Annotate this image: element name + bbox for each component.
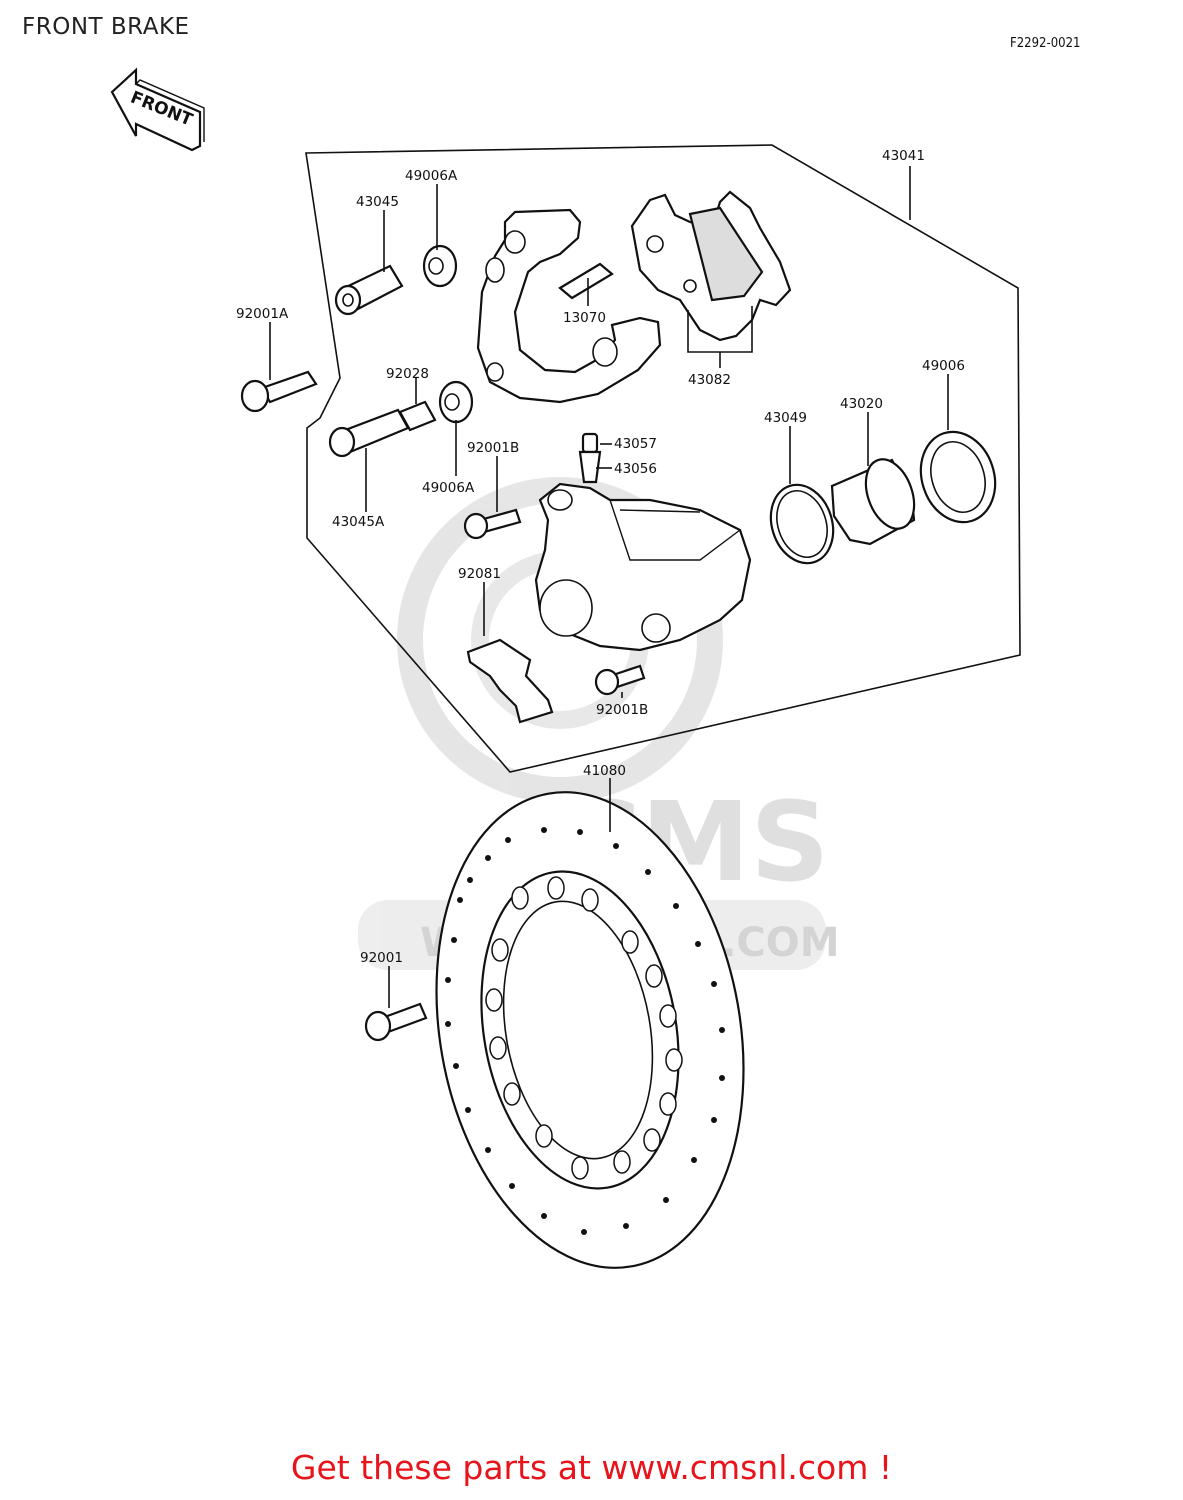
part-labels: 43041 49006A 43045 92001A 13070 43082 49…: [236, 148, 965, 966]
slide-pin-upper: [334, 264, 404, 316]
part-label: 43049: [764, 410, 807, 426]
anti-rattle-shim: [558, 262, 614, 300]
page-title: FRONT BRAKE: [22, 14, 190, 40]
part-label: 92001: [360, 950, 403, 966]
part-label: 49006: [922, 358, 965, 374]
part-label: 49006A: [422, 480, 475, 496]
pad-spring: [466, 638, 554, 724]
part-label: 92001B: [467, 440, 519, 456]
front-arrow-icon: FRONT: [110, 67, 205, 152]
figure-code: F2292-0021: [1010, 36, 1081, 51]
caliper-bracket: [476, 208, 662, 404]
part-label: 41080: [583, 763, 626, 779]
part-label: 43045A: [332, 514, 385, 530]
bolt-92001a: [240, 370, 318, 413]
part-label: 92028: [386, 366, 429, 382]
brake-disc: [435, 791, 745, 1269]
bolt-92001b-upper: [463, 508, 522, 540]
part-label: 43082: [688, 372, 731, 388]
caliper-assembly-outline: [305, 144, 1021, 773]
part-label: 92001B: [596, 702, 648, 718]
part-label: 43056: [614, 461, 657, 477]
piston-seal: [769, 483, 835, 565]
brake-pads: [630, 190, 792, 342]
caliper-body: [534, 482, 752, 652]
bleeder-valve: [578, 432, 602, 484]
leader-lines: [269, 166, 949, 1008]
bolt-92001b-lower: [594, 664, 646, 696]
part-label: 92001A: [236, 306, 289, 322]
part-label: 43041: [882, 148, 925, 164]
part-label: 43057: [614, 436, 657, 452]
part-label: 92081: [458, 566, 501, 582]
dust-seal: [919, 430, 997, 524]
part-label: 43020: [840, 396, 883, 412]
part-label: 13070: [563, 310, 606, 326]
slide-pin-lower: [328, 380, 474, 458]
boot-upper: [422, 244, 458, 288]
disc-bolt: [364, 1002, 428, 1042]
piston: [830, 458, 916, 546]
part-label: 49006A: [405, 168, 458, 184]
part-label: 43045: [356, 194, 399, 210]
cta-link[interactable]: Get these parts at www.cmsnl.com !: [290, 1448, 893, 1487]
